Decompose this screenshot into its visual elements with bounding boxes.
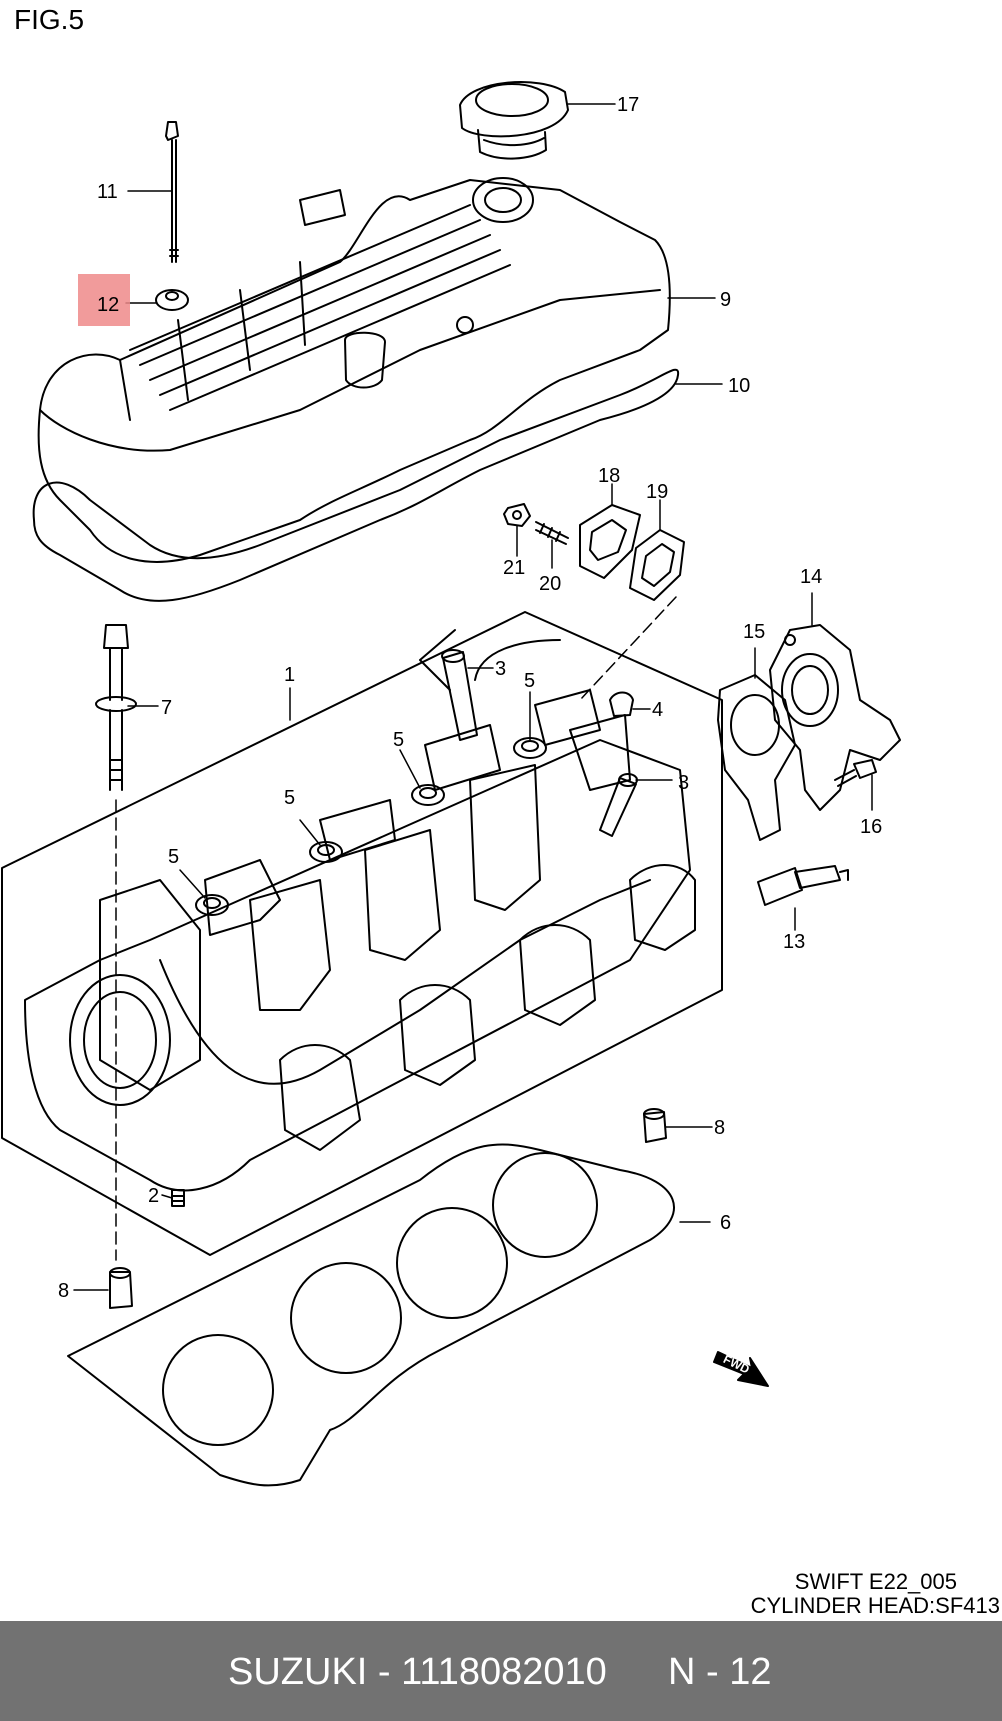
seal-5b [411,784,445,806]
seal-5d [195,894,229,916]
callout-3a: 3 [495,658,506,680]
head-gasket-6 [67,1143,675,1487]
callout-16: 16 [860,816,882,838]
callout-1: 1 [284,664,295,686]
valve-guide-3b [599,773,638,837]
callout-20: 20 [539,573,561,595]
callout-17: 17 [617,94,639,116]
dashed-lines [115,596,677,1261]
caption-model: SWIFT E22_005 [794,1569,957,1594]
seal-5c [309,841,343,863]
callout-14: 14 [800,566,822,588]
callout-7: 7 [161,697,172,719]
callout-6: 6 [720,1212,731,1234]
grommet-12 [155,289,189,311]
dowel-2 [171,1189,185,1207]
callout-8b: 8 [58,1280,69,1302]
dowel-8a [643,1108,667,1143]
cylinder-head-cover [37,177,671,563]
highlight-box [78,274,130,326]
seal-5a [513,737,547,759]
gasket-19 [629,529,685,601]
callout-13: 13 [783,931,805,953]
cover-gasket [32,368,680,602]
footer-bar: SUZUKI - 1118082010 N - 12 [0,1621,1002,1721]
dowel-8b [109,1267,133,1309]
gasket-15 [717,674,796,841]
caption-section: CYLINDER HEAD:SF413 [750,1593,1000,1618]
footer-reference: N - 12 [668,1651,772,1693]
plug-4 [609,691,634,717]
callout-9: 9 [720,289,731,311]
nut-21 [503,503,531,527]
callout-3b: 3 [678,772,689,794]
stud-20 [535,521,569,545]
bolt-11 [165,121,179,263]
leader-lines [73,103,873,1291]
callout-2: 2 [148,1185,159,1207]
callout-4: 4 [652,699,663,721]
bolt-16 [834,759,877,787]
callout-19: 19 [646,481,668,503]
callout-18: 18 [598,465,620,487]
callout-10: 10 [728,375,750,397]
callout-12: 12 [97,294,119,316]
cylinder-head [1,611,723,1256]
plate-18 [579,504,641,579]
valve-guide-3a [441,649,478,741]
housing-14 [769,624,901,811]
callout-5b: 5 [393,729,404,751]
callout-5d: 5 [168,846,179,868]
spark-plug-13 [757,865,849,906]
callout-8a: 8 [714,1117,725,1139]
callout-5a: 5 [524,670,535,692]
callout-5c: 5 [284,787,295,809]
callout-15: 15 [743,621,765,643]
callout-21: 21 [503,557,525,579]
oil-filler-cap [459,81,569,160]
figure-label: FIG.5 [14,4,85,35]
fwd-arrow-icon [713,1351,769,1387]
footer-part-number: SUZUKI - 1118082010 [228,1651,607,1693]
head-bolt-7 [95,624,137,791]
callout-11: 11 [97,181,118,203]
